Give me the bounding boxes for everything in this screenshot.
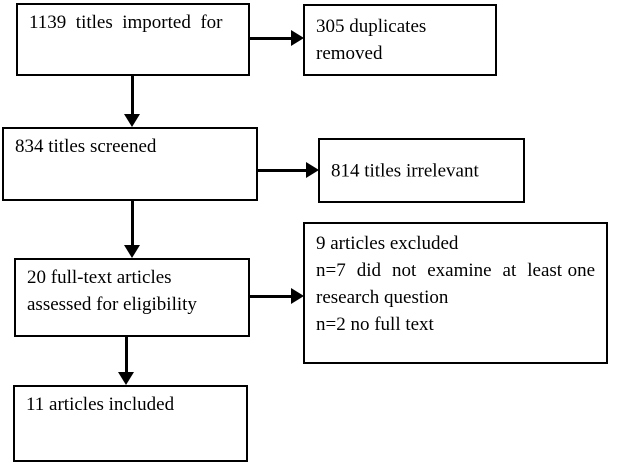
- node-titles-imported-label: 1139 titles imported for: [29, 12, 223, 33]
- connector-screened-to-irrelevant: [258, 169, 309, 172]
- node-fulltext-assessed-label: 20 full-text articles assessed for eligi…: [27, 267, 197, 315]
- node-articles-excluded: 9 articles excluded n=7 did not examine …: [303, 222, 608, 364]
- node-titles-screened: 834 titles screened: [2, 127, 258, 201]
- connector-imported-to-duplicates: [250, 37, 294, 40]
- node-articles-included: 11 articles included: [13, 385, 248, 462]
- connector-screened-to-fulltext: [131, 201, 134, 246]
- node-titles-screened-label: 834 titles screened: [15, 136, 157, 157]
- node-duplicates-removed: 305 duplicates removed: [303, 4, 497, 76]
- node-titles-imported: 1139 titles imported for: [16, 3, 250, 76]
- arrowhead-fulltext-to-included: [118, 372, 134, 385]
- node-titles-irrelevant-label: 814 titles irrelevant: [331, 160, 479, 181]
- connector-fulltext-to-excluded: [250, 295, 294, 298]
- connector-imported-to-screened: [131, 76, 134, 117]
- node-duplicates-removed-label: 305 duplicates removed: [316, 16, 432, 64]
- node-articles-excluded-line2: n=7 did not examine at least one researc…: [316, 260, 600, 308]
- arrowhead-fulltext-to-excluded: [291, 288, 304, 304]
- connector-fulltext-to-included: [125, 337, 128, 373]
- node-articles-excluded-line1: 9 articles excluded: [316, 233, 459, 254]
- arrowhead-screened-to-irrelevant: [306, 162, 319, 178]
- node-articles-excluded-line3: n=2 no full text: [316, 314, 434, 335]
- arrowhead-imported-to-duplicates: [291, 30, 304, 46]
- node-fulltext-assessed: 20 full-text articles assessed for eligi…: [14, 258, 250, 337]
- node-articles-included-label: 11 articles included: [26, 394, 175, 415]
- node-titles-irrelevant: 814 titles irrelevant: [318, 138, 525, 203]
- arrowhead-imported-to-screened: [124, 114, 140, 127]
- arrowhead-screened-to-fulltext: [124, 245, 140, 258]
